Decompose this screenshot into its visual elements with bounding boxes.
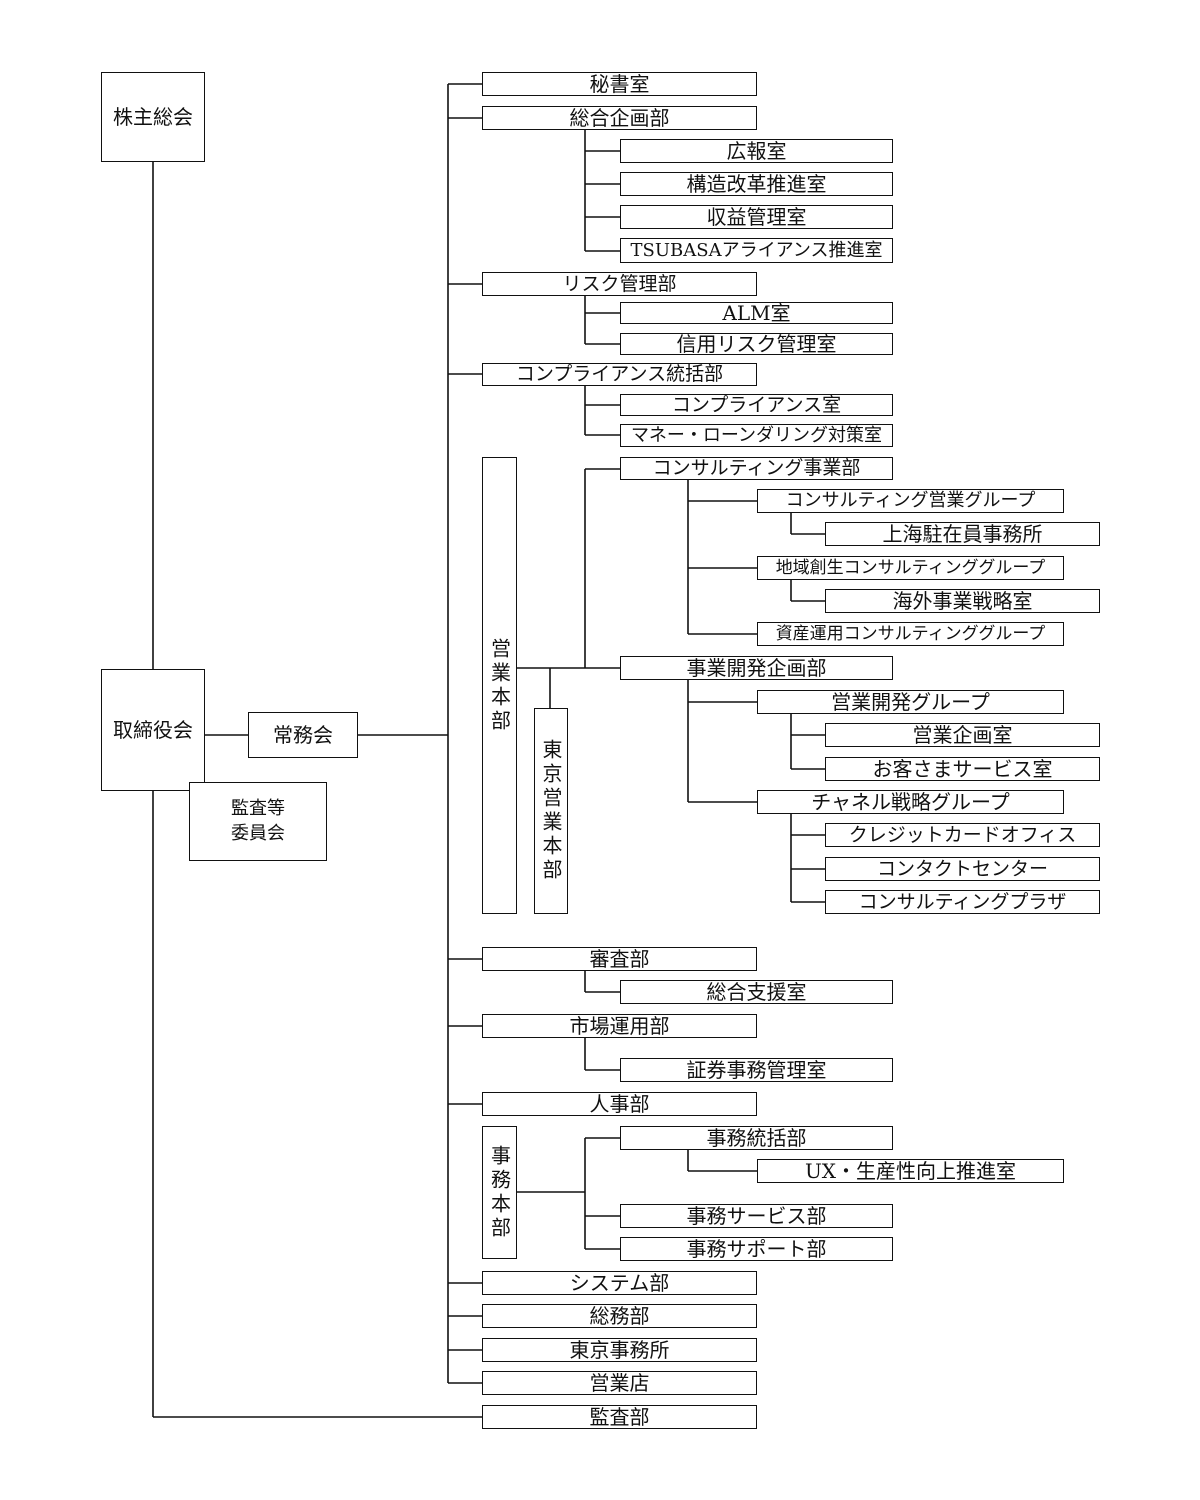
consulting-sales-group-box: コンサルティング営業グループ <box>757 489 1064 513</box>
compliance-office-box: コンプライアンス室 <box>620 394 893 416</box>
ops-support-box: 事務サポート部 <box>620 1237 893 1261</box>
risk-dept-box: リスク管理部 <box>482 272 757 296</box>
profit-mgmt-office-box: 収益管理室 <box>620 205 893 229</box>
sales-hq-box: 営業本部 <box>482 457 517 914</box>
securities-office-box: 証券事務管理室 <box>620 1058 893 1082</box>
secretariat-box: 秘書室 <box>482 72 757 96</box>
biz-dev-dept-box: 事業開発企画部 <box>620 656 893 680</box>
hr-dept-box: 人事部 <box>482 1092 757 1116</box>
regional-group-box: 地域創生コンサルティンググループ <box>757 556 1064 580</box>
general-affairs-box: 総務部 <box>482 1304 757 1328</box>
planning-dept-box: 総合企画部 <box>482 106 757 130</box>
credit-card-box: クレジットカードオフィス <box>825 823 1100 847</box>
audit-dept-box: 監査部 <box>482 1405 757 1429</box>
ops-service-box: 事務サービス部 <box>620 1204 893 1228</box>
executive-committee-box: 常務会 <box>248 712 358 758</box>
branches-box: 営業店 <box>482 1371 757 1395</box>
restructuring-office-box: 構造改革推進室 <box>620 172 893 196</box>
shareholders-box: 株主総会 <box>101 72 205 162</box>
market-dept-box: 市場運用部 <box>482 1014 757 1038</box>
consulting-dept-box: コンサルティング事業部 <box>620 457 893 480</box>
board-box: 取締役会 <box>101 669 205 791</box>
sales-planning-box: 営業企画室 <box>825 723 1100 747</box>
ops-control-box: 事務統括部 <box>620 1126 893 1150</box>
review-dept-box: 審査部 <box>482 947 757 971</box>
alm-office-box: ALM室 <box>620 302 893 324</box>
tokyo-office-box: 東京事務所 <box>482 1338 757 1362</box>
tsubasa-office-box: TSUBASAアライアンス推進室 <box>620 238 893 263</box>
contact-center-box: コンタクトセンター <box>825 857 1100 881</box>
consulting-plaza-box: コンサルティングプラザ <box>825 890 1100 914</box>
tokyo-sales-hq-box: 東京営業本部 <box>534 708 568 914</box>
support-office-box: 総合支援室 <box>620 980 893 1004</box>
asset-group-box: 資産運用コンサルティンググループ <box>757 622 1064 646</box>
sales-dev-group-box: 営業開発グループ <box>757 690 1064 714</box>
pr-office-box: 広報室 <box>620 139 893 163</box>
system-dept-box: システム部 <box>482 1271 757 1295</box>
ops-hq-box: 事務本部 <box>482 1126 517 1259</box>
customer-service-box: お客さまサービス室 <box>825 757 1100 781</box>
compliance-dept-box: コンプライアンス統括部 <box>482 363 757 386</box>
ux-office-box: UX・生産性向上推進室 <box>757 1159 1064 1183</box>
credit-risk-office-box: 信用リスク管理室 <box>620 333 893 355</box>
overseas-office-box: 海外事業戦略室 <box>825 589 1100 613</box>
audit-committee-box: 監査等 委員会 <box>189 782 327 861</box>
channel-group-box: チャネル戦略グループ <box>757 790 1064 814</box>
aml-office-box: マネー・ローンダリング対策室 <box>620 424 893 447</box>
shanghai-office-box: 上海駐在員事務所 <box>825 522 1100 546</box>
